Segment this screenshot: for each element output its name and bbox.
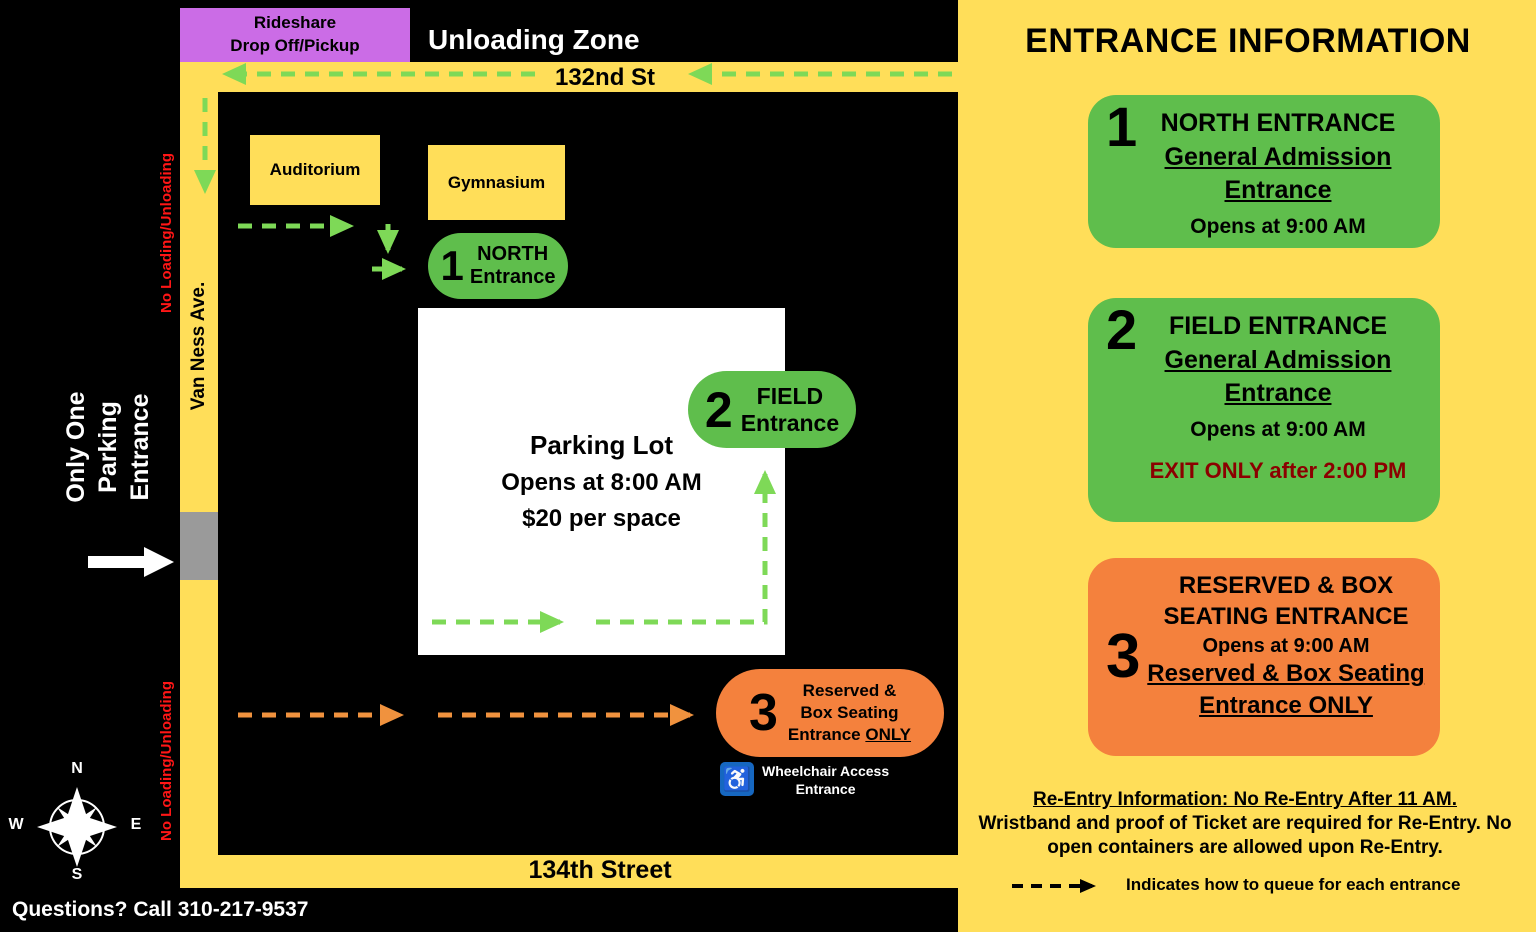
parking-lot-line3: $20 per space [522, 505, 681, 532]
entrance-label-line1: Reserved & [802, 681, 897, 701]
reentry-heading: Re-Entry Information: No Re-Entry After … [1032, 789, 1458, 810]
no-loading-label-top: No Loading/Unloading [158, 153, 175, 313]
wheelchair-label: Wheelchair Access Entrance [762, 762, 889, 798]
rideshare-line1: Rideshare [253, 13, 337, 33]
unloading-zone-label: Unloading Zone [428, 24, 640, 55]
card-subtitle-line2: Entrance [1224, 378, 1332, 407]
card-subtitle-line2: Entrance [1224, 175, 1332, 204]
reentry-body: Wristband and proof of Ticket are requir… [978, 812, 1512, 858]
entrance-label-line2: Entrance [469, 266, 556, 288]
street-132nd-label: 132nd St [554, 64, 656, 91]
compass-east-label: E [130, 816, 142, 833]
entrance-card-reserved: 3 RESERVED & BOX SEATING ENTRANCE Opens … [1088, 558, 1440, 756]
entrance-label-line1: NORTH [477, 243, 549, 265]
panel-title: ENTRANCE INFORMATION [1025, 22, 1471, 60]
parking-entrance-gap [180, 512, 218, 580]
auditorium-building: Auditorium [250, 135, 380, 205]
card-subtitle-line1: General Admission [1164, 345, 1392, 374]
entrance-number: 1 [440, 242, 464, 289]
card-opens: Opens at 9:00 AM [1202, 635, 1370, 658]
wheelchair-label-line2: Entrance [795, 781, 856, 798]
rideshare-dropoff-box: Rideshare Drop Off/Pickup [180, 8, 410, 62]
wheelchair-icon: ♿ [720, 762, 754, 796]
reentry-info: Re-Entry Information: No Re-Entry After … [965, 788, 1525, 859]
card-subtitle-line2: Entrance ONLY [1199, 691, 1373, 719]
entrance-label-line2: Box Seating [800, 703, 899, 723]
street-134th-label: 134th Street [528, 856, 672, 884]
card-title: NORTH ENTRANCE [1160, 109, 1396, 137]
van-ness-strip [180, 62, 218, 888]
card-title-line1: RESERVED & BOX [1178, 572, 1394, 599]
wheelchair-label-line1: Wheelchair Access [762, 763, 890, 779]
questions-phone-label: Questions? Call 310-217-9537 [12, 898, 309, 921]
wheelchair-access: ♿ Wheelchair Access Entrance [720, 762, 889, 798]
north-entrance-marker: 1 NORTH Entrance [428, 233, 568, 299]
only-one-parking-label: Only One Parking Entrance [60, 349, 160, 545]
reserved-entrance-marker: 3 Reserved & Box Seating Entrance ONLY [716, 669, 944, 757]
parking-lot: Parking Lot Opens at 8:00 AM $20 per spa… [418, 308, 785, 655]
compass-north-label: N [71, 760, 83, 777]
entrance-label-line2: Entrance [740, 409, 840, 436]
entrance-label: FIELD Entrance [741, 383, 839, 436]
card-opens: Opens at 9:00 AM [1190, 214, 1366, 238]
entrance-label-only: ONLY [865, 724, 912, 744]
parking-lot-line2: Opens at 8:00 AM [501, 469, 702, 496]
entrance-label-line3: Entrance ONLY [788, 724, 911, 746]
field-entrance-marker: 2 FIELD Entrance [688, 371, 856, 448]
card-number: 3 [1106, 622, 1141, 691]
card-number: 1 [1106, 95, 1138, 158]
no-loading-label-bottom: No Loading/Unloading [158, 681, 175, 841]
entrance-number: 2 [704, 381, 733, 438]
compass-west-label: W [8, 816, 24, 833]
card-number: 2 [1106, 298, 1138, 361]
entrance-label-line3-text: Entrance [787, 724, 861, 744]
entrance-card-north: 1 NORTH ENTRANCE General Admission Entra… [1088, 95, 1440, 248]
card-title-line2: SEATING ENTRANCE [1163, 603, 1409, 631]
street-132nd-strip [180, 62, 958, 92]
card-opens: Opens at 9:00 AM [1190, 417, 1366, 441]
parking-lot-line1: Parking Lot [529, 430, 673, 460]
entrance-card-field: 2 FIELD ENTRANCE General Admission Entra… [1088, 298, 1440, 522]
card-exit-note: EXIT ONLY after 2:00 PM [1149, 457, 1407, 483]
parking-sign-line1: Only One [62, 391, 90, 503]
gymnasium-building: Gymnasium [428, 145, 565, 220]
street-134th-strip [180, 855, 958, 888]
card-subtitle-line1: Reserved & Box Seating [1147, 660, 1425, 688]
parking-sign-line2: Parking [94, 401, 122, 493]
compass-south-label: S [71, 866, 83, 883]
card-subtitle-line1: General Admission [1164, 142, 1392, 171]
legend-label: Indicates how to queue for each entrance [1126, 875, 1461, 894]
entrance-label: NORTH Entrance [470, 243, 556, 289]
entrance-number: 3 [748, 684, 778, 742]
rideshare-line2: Drop Off/Pickup [230, 36, 360, 55]
parking-sign-line3: Entrance [126, 393, 154, 501]
compass-rose-icon [37, 787, 117, 867]
entrance-label: Reserved & Box Seating Entrance ONLY [788, 680, 911, 745]
card-title: FIELD ENTRANCE [1168, 312, 1388, 340]
van-ness-label: Van Ness Ave. [188, 281, 209, 411]
entrance-label-line1: FIELD [756, 383, 824, 410]
